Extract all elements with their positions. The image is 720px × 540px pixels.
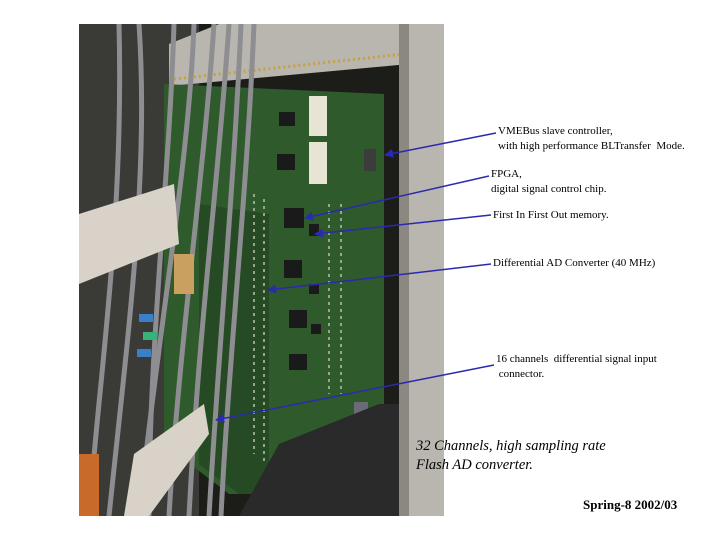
fifo-chip xyxy=(309,224,319,236)
headline-line-1: 32 Channels, high sampling rate xyxy=(416,438,606,454)
callout-fpga: FPGA, digital signal control chip. xyxy=(491,167,606,197)
lemo-connector xyxy=(137,349,151,357)
callout-line: VMEBus slave controller, xyxy=(498,125,613,137)
callout-line: Differential AD Converter (40 MHz) xyxy=(493,257,656,269)
callout-fifo: First In First Out memory. xyxy=(493,208,609,223)
chip xyxy=(311,324,321,334)
vme-connector-top xyxy=(309,96,327,136)
chip xyxy=(289,310,307,328)
callout-ad-converter: Differential AD Converter (40 MHz) xyxy=(493,256,655,271)
cable-bundle xyxy=(174,254,194,294)
chip xyxy=(279,112,295,126)
bottom-tray xyxy=(239,404,399,516)
fpga-chip xyxy=(284,208,304,228)
callout-input-connector: 16 channels differential signal input co… xyxy=(496,352,657,382)
module-photo-illustration xyxy=(79,24,444,516)
vme-connector-bottom xyxy=(309,142,327,184)
chassis-edge xyxy=(399,24,409,516)
lemo-connector xyxy=(139,314,153,322)
callout-line: connector. xyxy=(496,368,545,380)
ribbon-cable-upper xyxy=(79,184,179,284)
rail-rivets xyxy=(173,52,405,81)
callout-line: FPGA, xyxy=(491,168,522,180)
callout-line: with high performance BLTransfer Mode. xyxy=(498,140,685,152)
headline-line-2: Flash AD converter. xyxy=(416,457,533,473)
ribbon-cable-lower xyxy=(124,404,209,516)
callout-line: 16 channels differential signal input xyxy=(496,353,657,365)
callout-vme-controller: VMEBus slave controller, with high perfo… xyxy=(498,124,685,154)
chip xyxy=(309,284,319,294)
front-connector xyxy=(364,149,376,171)
callout-line: First In First Out memory. xyxy=(493,209,609,221)
component-rows xyxy=(253,194,342,464)
chip xyxy=(284,260,302,278)
chip xyxy=(289,354,307,370)
lemo-connector xyxy=(143,332,157,340)
callout-line: digital signal control chip. xyxy=(491,183,607,195)
orange-cable xyxy=(79,454,99,516)
headline: 32 Channels, high sampling rate Flash AD… xyxy=(416,437,606,475)
chip xyxy=(277,154,295,170)
footer-date: Spring-8 2002/03 xyxy=(583,497,678,512)
module-photo xyxy=(79,24,444,516)
